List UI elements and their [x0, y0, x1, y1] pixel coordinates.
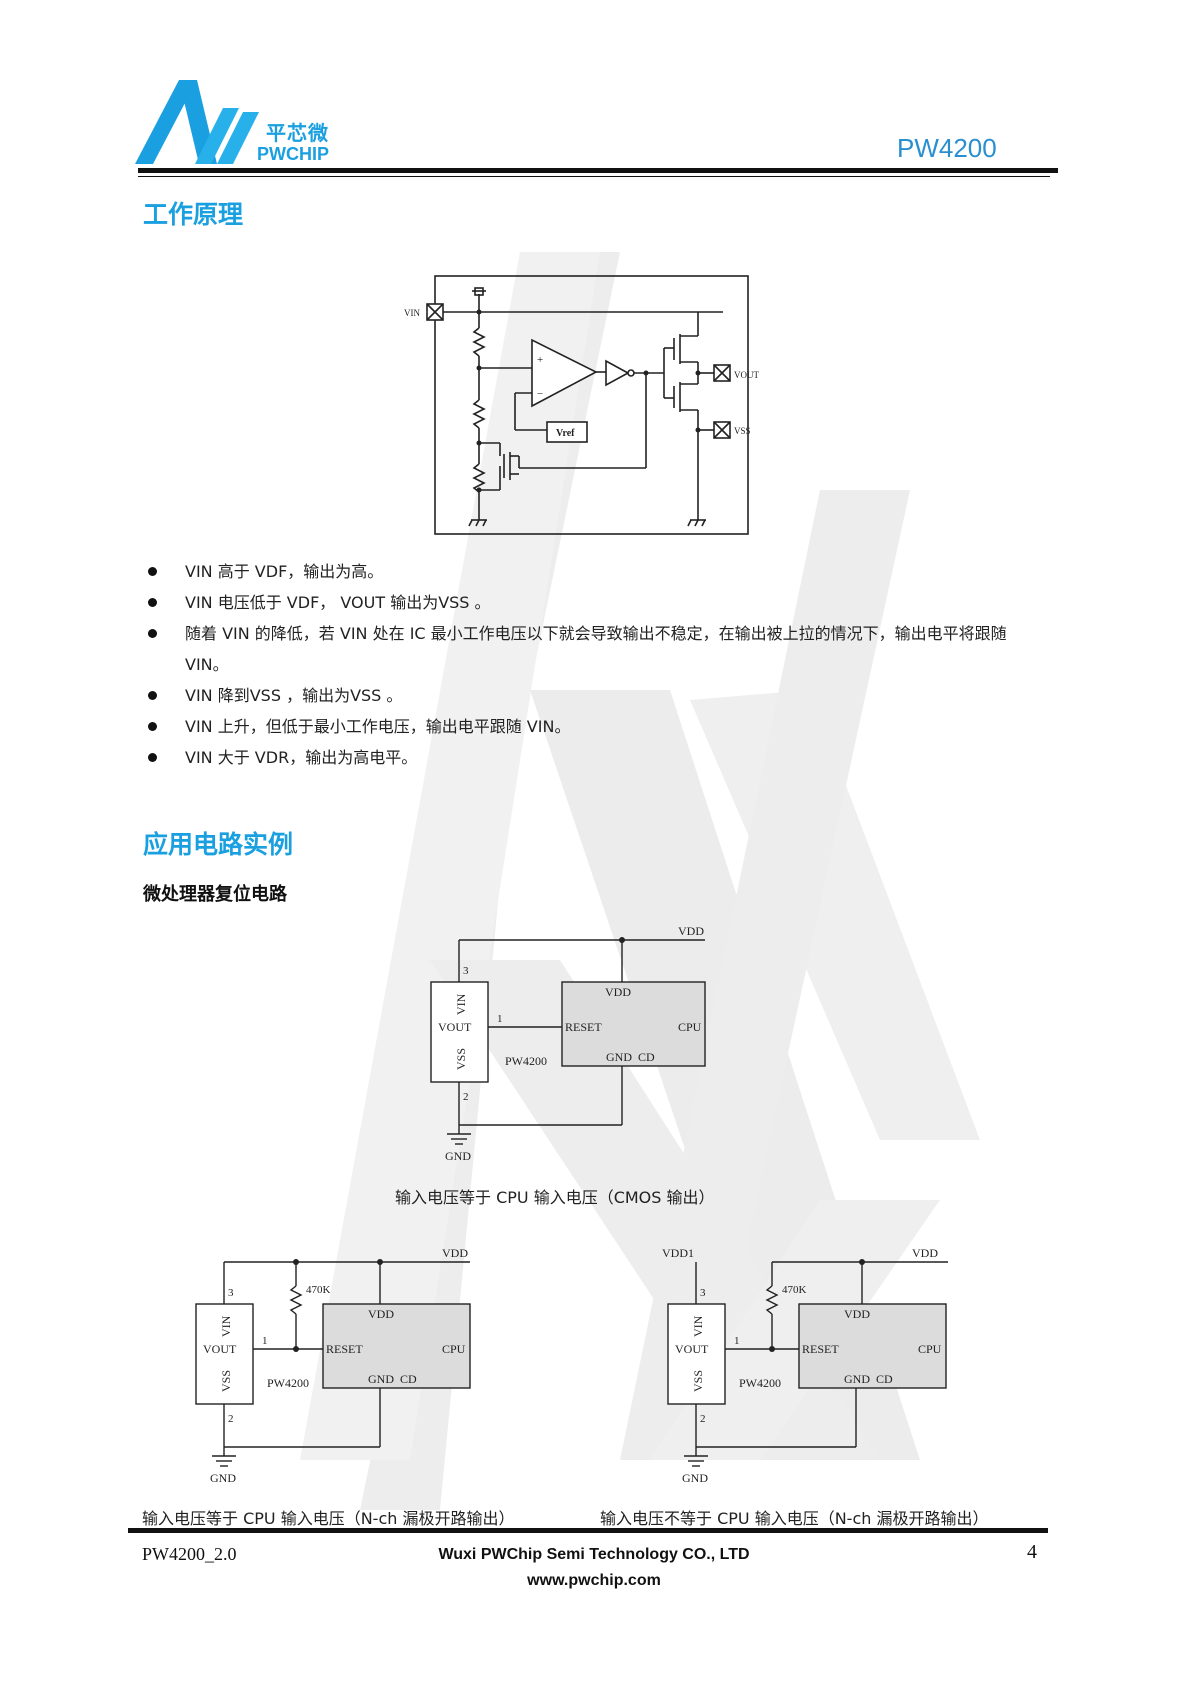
list-item: VIN 降到VSS ，输出为VSS 。: [145, 680, 1045, 711]
pin3-label: 3: [700, 1287, 706, 1299]
gnd-cd-label: GND CD: [844, 1372, 893, 1386]
caption-nch-equal: 输入电压等于 CPU 输入电压（N-ch 漏极开路输出）: [142, 1509, 515, 1528]
list-item: VIN 高于 VDF，输出为高。: [145, 556, 1045, 587]
vout-label: VOUT: [675, 1342, 709, 1356]
vdd1-label: VDD1: [662, 1246, 694, 1260]
caption-cmos: 输入电压等于 CPU 输入电压（CMOS 输出）: [395, 1188, 715, 1207]
list-item: 随着 VIN 的降低，若 VIN 处在 IC 最小工作电压以下就会导致输出不稳定…: [145, 618, 1045, 680]
cpu-vdd-label: VDD: [368, 1307, 394, 1321]
gnd-cd-label: GND CD: [606, 1050, 655, 1064]
vdd-label: VDD: [912, 1246, 938, 1260]
header-rule-thin: [138, 176, 1050, 177]
pin1-label: 1: [497, 1013, 503, 1025]
section-title-principle: 工作原理: [143, 200, 244, 229]
logo-cn-text: 平芯微: [266, 121, 329, 145]
chip-label: PW4200: [267, 1376, 309, 1390]
pin2-label: 2: [228, 1413, 234, 1425]
footer-rule: [128, 1528, 1048, 1533]
caption-nch-unequal: 输入电压不等于 CPU 输入电压（N-ch 漏极开路输出）: [600, 1509, 989, 1528]
page-number: 4: [1027, 1541, 1037, 1563]
gnd-label: GND: [210, 1471, 236, 1485]
comparator-plus: +: [537, 354, 543, 366]
doc-version: PW4200_2.0: [142, 1544, 237, 1564]
cpu-label: CPU: [918, 1342, 942, 1356]
pin3-label: 3: [463, 965, 469, 977]
company-name: Wuxi PWChip Semi Technology CO., LTD: [438, 1546, 750, 1563]
cpu-vdd-label: VDD: [605, 985, 631, 999]
chip-label: PW4200: [505, 1054, 547, 1068]
diagram-vss-label: VSS: [734, 426, 751, 436]
circuit-nch-equal: VDD 470K 3 2 1 VIN VOUT VSS PW4200 VDD R…: [195, 1246, 471, 1485]
section-subtitle: 微处理器复位电路: [143, 884, 287, 905]
resistor-label: 470K: [782, 1284, 807, 1296]
diagram-vin-label: VIN: [404, 308, 420, 318]
vdd-label: VDD: [442, 1246, 468, 1260]
reset-label: RESET: [802, 1342, 839, 1356]
section-title-application: 应用电路实例: [143, 830, 294, 859]
resistor-label: 470K: [306, 1284, 331, 1296]
vss-label: VSS: [454, 1048, 468, 1070]
pin2-label: 2: [463, 1091, 469, 1103]
gnd-cd-label: GND CD: [368, 1372, 417, 1386]
cpu-vdd-label: VDD: [844, 1307, 870, 1321]
pin3-label: 3: [228, 1287, 234, 1299]
chip-label: PW4200: [739, 1376, 781, 1390]
pin2-label: 2: [700, 1413, 706, 1425]
vss-label: VSS: [219, 1370, 233, 1392]
part-number: PW4200: [897, 133, 997, 163]
gnd-label: GND: [445, 1149, 471, 1163]
pin1-label: 1: [734, 1335, 740, 1347]
diagram-vref-label: Vref: [556, 428, 575, 439]
diagram-vout-label: VOUT: [734, 370, 759, 380]
cpu-label: CPU: [678, 1020, 702, 1034]
reset-label: RESET: [565, 1020, 602, 1034]
vss-label: VSS: [691, 1370, 705, 1392]
pwchip-logo-icon: [135, 80, 259, 164]
list-item: VIN 上升，但低于最小工作电压，输出电平跟随 VIN。: [145, 711, 1045, 742]
logo-en-text: PWCHIP: [257, 144, 329, 164]
vdd-label: VDD: [678, 924, 704, 938]
gnd-label: GND: [682, 1471, 708, 1485]
vout-label: VOUT: [438, 1020, 472, 1034]
vin-label: VIN: [454, 993, 468, 1015]
list-item: VIN 电压低于 VDF， VOUT 输出为VSS 。: [145, 587, 1045, 618]
header-rule: [138, 168, 1058, 173]
principle-bullet-list: VIN 高于 VDF，输出为高。 VIN 电压低于 VDF， VOUT 输出为V…: [145, 556, 1045, 773]
vin-label: VIN: [691, 1315, 705, 1337]
vout-label: VOUT: [203, 1342, 237, 1356]
pin1-label: 1: [262, 1335, 268, 1347]
cpu-label: CPU: [442, 1342, 466, 1356]
block-diagram: VIN VOUT VSS Vref + −: [404, 275, 759, 535]
website-link[interactable]: www.pwchip.com: [527, 1572, 661, 1589]
list-item: VIN 大于 VDR，输出为高电平。: [145, 742, 1045, 773]
comparator-minus: −: [537, 388, 543, 400]
circuit-cmos: VDD 3 2 1 VIN VOUT VSS PW4200 VDD RESET …: [430, 924, 706, 1163]
reset-label: RESET: [326, 1342, 363, 1356]
vin-label: VIN: [219, 1315, 233, 1337]
circuit-nch-unequal: VDD1 VDD 470K 3 2 1 VIN VOUT VSS PW4200 …: [662, 1246, 948, 1485]
